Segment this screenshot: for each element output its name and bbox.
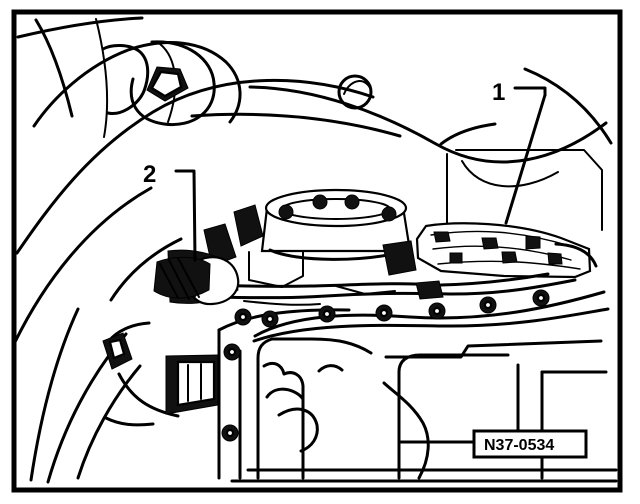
figure-code: N37-0534 (484, 437, 554, 454)
callout-label-1: 1 (492, 79, 505, 106)
callout-label-2: 2 (143, 161, 156, 188)
left-mount-cylinder (101, 40, 216, 127)
electrical-plug-connector (153, 249, 240, 306)
figure-code-box: N37-0534 (472, 429, 588, 459)
pan-bolts (221, 289, 550, 442)
upper-panel-linework (190, 67, 613, 231)
left-housing-linework (13, 16, 375, 484)
central-filter-housing (203, 188, 417, 288)
lower-left-bracket (102, 332, 219, 427)
control-valve-assembly (415, 222, 598, 279)
outer-frame (11, 9, 623, 493)
callout-2: 2 (143, 161, 197, 262)
callout-1: 1 (492, 79, 547, 225)
